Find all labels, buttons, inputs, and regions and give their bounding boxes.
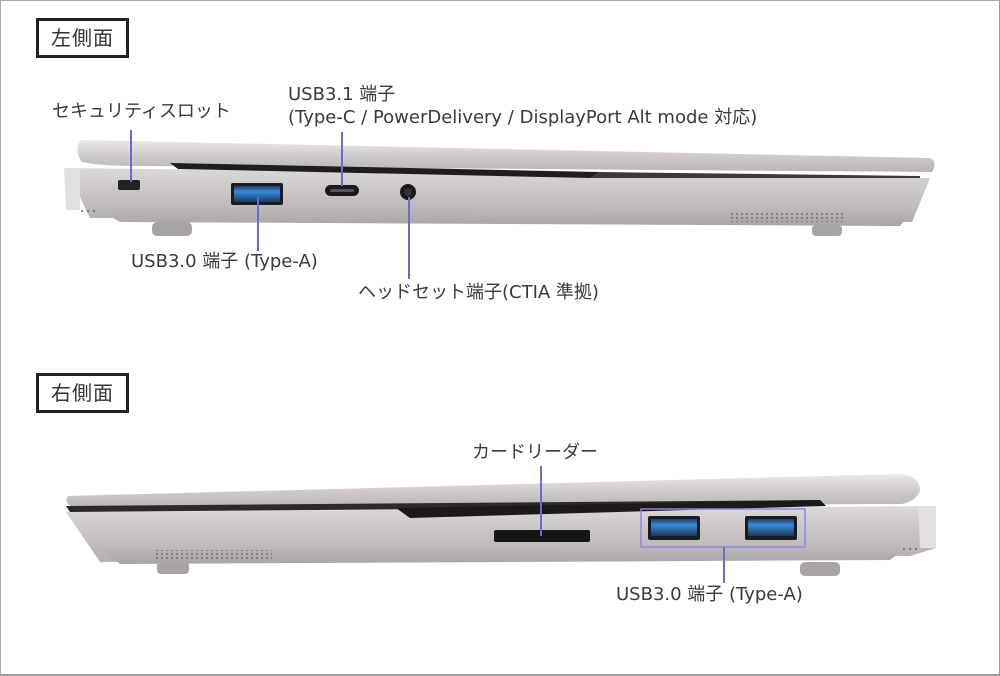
label-usb31-detail: (Type-C / PowerDelivery / DisplayPort Al…: [288, 107, 758, 128]
label-usb31-title: USB3.1 端子: [288, 84, 396, 105]
heading-left-side: 左側面: [36, 18, 129, 58]
label-card-reader: カードリーダー: [472, 442, 598, 463]
label-headset: ヘッドセット端子(CTIA 準拠): [358, 282, 599, 303]
label-security-slot: セキュリティスロット: [52, 101, 231, 122]
right-side-laptop: [66, 474, 936, 576]
label-usb30-right: USB3.0 端子 (Type-A): [616, 584, 803, 605]
security-slot: [118, 180, 140, 190]
left-side-laptop: [64, 140, 935, 236]
leader-security-slot: [130, 130, 132, 182]
leader-usb-right: [723, 547, 725, 583]
label-usb30-left: USB3.0 端子 (Type-A): [131, 251, 318, 272]
rubber-foot: [152, 222, 192, 236]
leader-card-reader: [540, 466, 542, 536]
leader-usb-a: [257, 197, 259, 251]
leader-usb-c: [341, 132, 343, 186]
card-reader-slot: [494, 530, 590, 542]
heading-right-side: 右側面: [36, 373, 129, 413]
leader-headset: [408, 197, 410, 279]
speaker-grill: [728, 213, 846, 222]
